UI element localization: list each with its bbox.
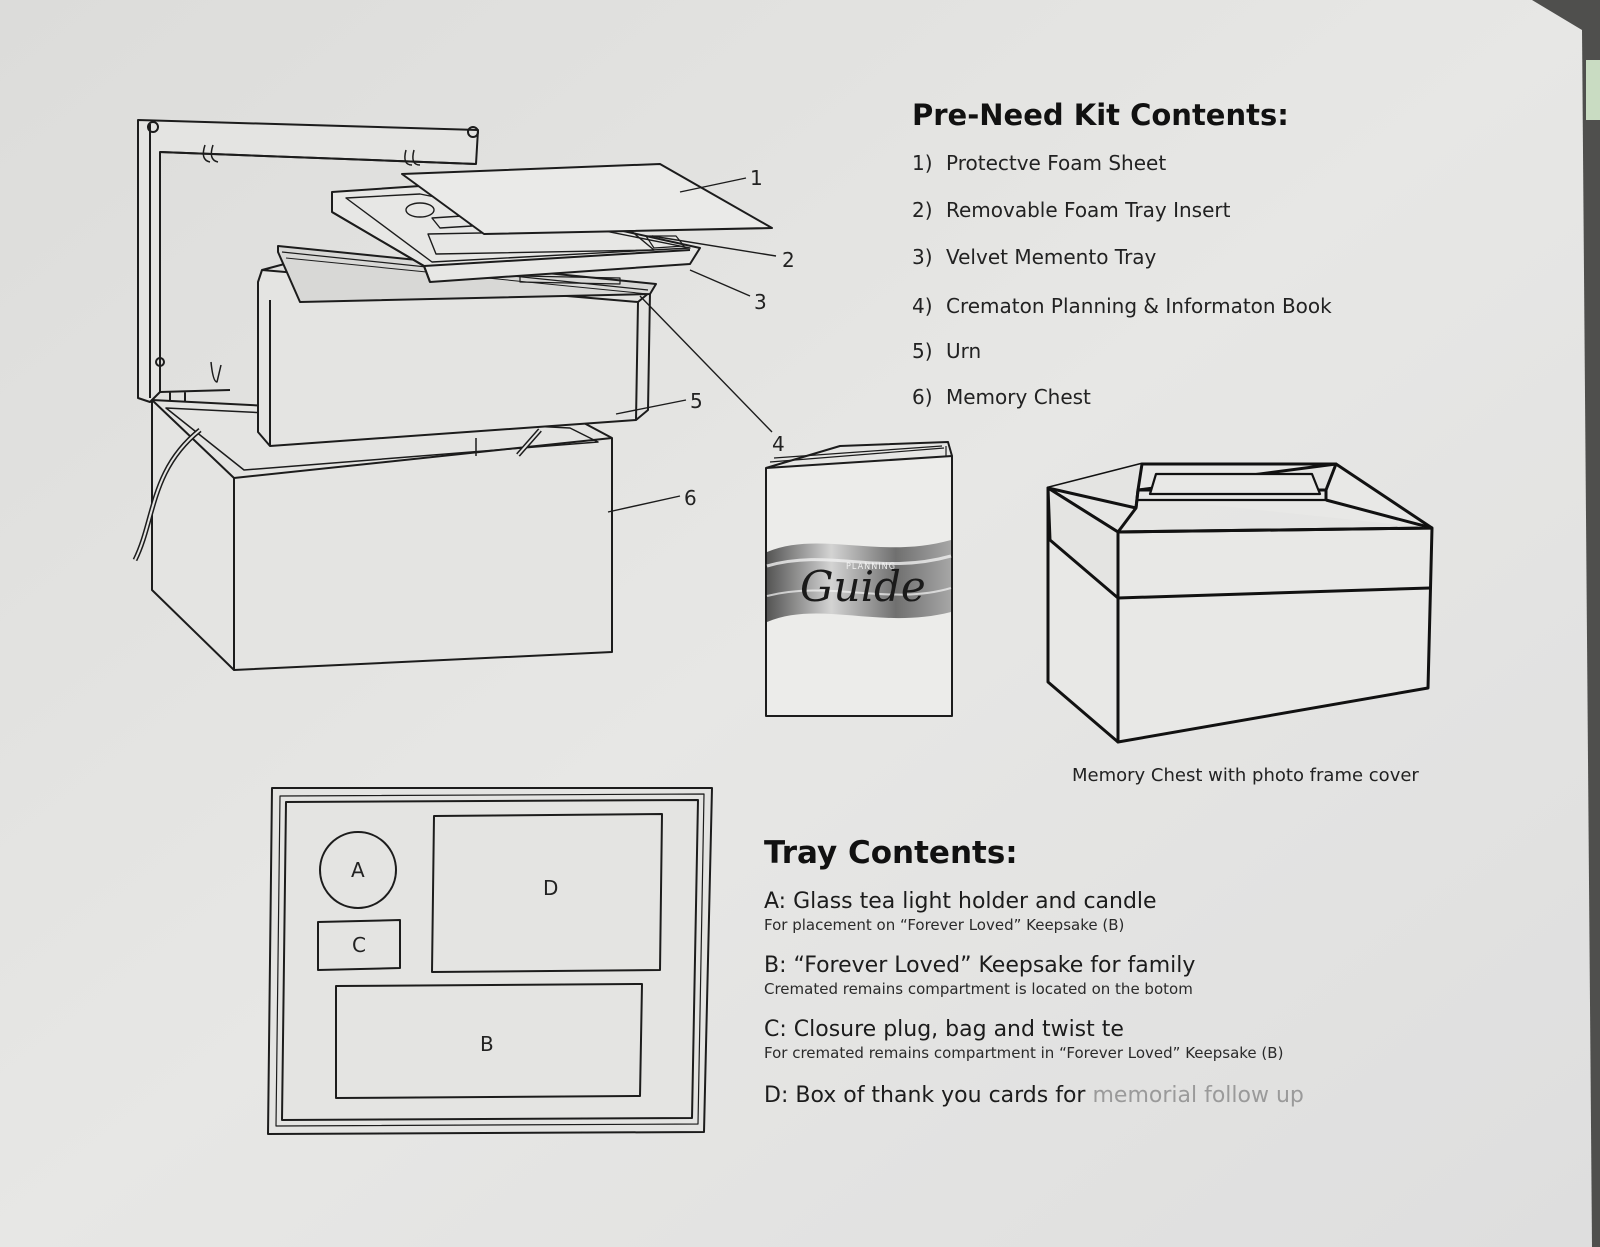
part-6-memory-chest bbox=[132, 399, 613, 671]
tray-item-c-note: For cremated remains compartment in “For… bbox=[764, 1044, 1284, 1062]
tray-item-c: C: Closure plug, bag and twist te bbox=[764, 1017, 1124, 1042]
kit-item-6: 6) Memory Chest bbox=[912, 385, 1091, 409]
kit-item-number: 4) bbox=[912, 294, 933, 318]
chest-open-lid bbox=[137, 119, 479, 405]
kit-item-3: 3) Velvet Memento Tray bbox=[912, 245, 1156, 269]
tray-contents-heading: Tray Contents: bbox=[764, 835, 1018, 871]
tray-slot-a-circle bbox=[319, 831, 397, 909]
part-5-urn bbox=[257, 261, 651, 447]
kit-item-number: 3) bbox=[912, 245, 933, 269]
kit-item-5: 5) Urn bbox=[912, 339, 981, 363]
memory-chest-illustration bbox=[1046, 462, 1434, 744]
kit-item-2: 2) Removable Foam Tray Insert bbox=[912, 198, 1230, 222]
kit-item-label: Velvet Memento Tray bbox=[946, 245, 1157, 269]
part-1-foam-sheet bbox=[401, 163, 773, 235]
kit-item-label: Crematon Planning & Informaton Book bbox=[946, 294, 1332, 318]
tray-slot-a-label: A bbox=[351, 858, 365, 882]
tray-item-d-text: D: Box of thank you cards for bbox=[764, 1083, 1093, 1108]
tray-slot-d-box bbox=[431, 813, 663, 973]
tray-item-b-note: Cremated remains compartment is located … bbox=[764, 980, 1193, 998]
tray-slot-c-label: C bbox=[352, 933, 366, 957]
book-small-title: PLANNING bbox=[846, 562, 896, 572]
callout-4: 4 bbox=[772, 432, 785, 456]
kit-item-number: 6) bbox=[912, 385, 933, 409]
green-edge bbox=[1586, 60, 1600, 120]
kit-item-label: Protectve Foam Sheet bbox=[946, 151, 1167, 175]
book-script-title: Guide bbox=[800, 562, 926, 611]
kit-contents-heading: Pre-Need Kit Contents: bbox=[912, 98, 1289, 132]
planning-guide-book bbox=[765, 441, 953, 717]
tray-item-b: B: “Forever Loved” Keepsake for family bbox=[764, 953, 1196, 978]
kit-item-1: 1) Protectve Foam Sheet bbox=[912, 151, 1166, 175]
tray-item-a: A: Glass tea light holder and candle bbox=[764, 889, 1157, 914]
tray-item-a-note: For placement on “Forever Loved” Keepsak… bbox=[764, 916, 1125, 934]
callout-3: 3 bbox=[754, 290, 767, 314]
callout-6: 6 bbox=[684, 486, 697, 510]
kit-item-number: 2) bbox=[912, 198, 933, 222]
callout-leader-lines bbox=[607, 177, 777, 513]
kit-item-number: 1) bbox=[912, 151, 933, 175]
kit-item-label: Urn bbox=[946, 339, 982, 363]
exploded-chest-diagram bbox=[132, 119, 777, 671]
tray-item-d-faded-text: memorial follow up bbox=[1092, 1083, 1304, 1108]
callout-5: 5 bbox=[690, 389, 703, 413]
tray-slot-c-box bbox=[317, 919, 401, 971]
tray-slot-d-label: D bbox=[543, 876, 559, 900]
callout-2: 2 bbox=[782, 248, 795, 272]
tray-item-d: D: Box of thank you cards for memorial f… bbox=[764, 1083, 1304, 1108]
kit-item-label: Memory Chest bbox=[946, 385, 1091, 409]
tray-slot-b-box bbox=[335, 983, 643, 1099]
tray-layout-diagram bbox=[267, 787, 713, 1135]
memory-chest-caption: Memory Chest with photo frame cover bbox=[1072, 765, 1419, 786]
kit-item-4: 4) Crematon Planning & Informaton Book bbox=[912, 294, 1332, 318]
kit-item-label: Removable Foam Tray Insert bbox=[946, 198, 1231, 222]
kit-item-number: 5) bbox=[912, 339, 933, 363]
tray-slot-b-label: B bbox=[480, 1032, 494, 1056]
callout-1: 1 bbox=[750, 166, 763, 190]
